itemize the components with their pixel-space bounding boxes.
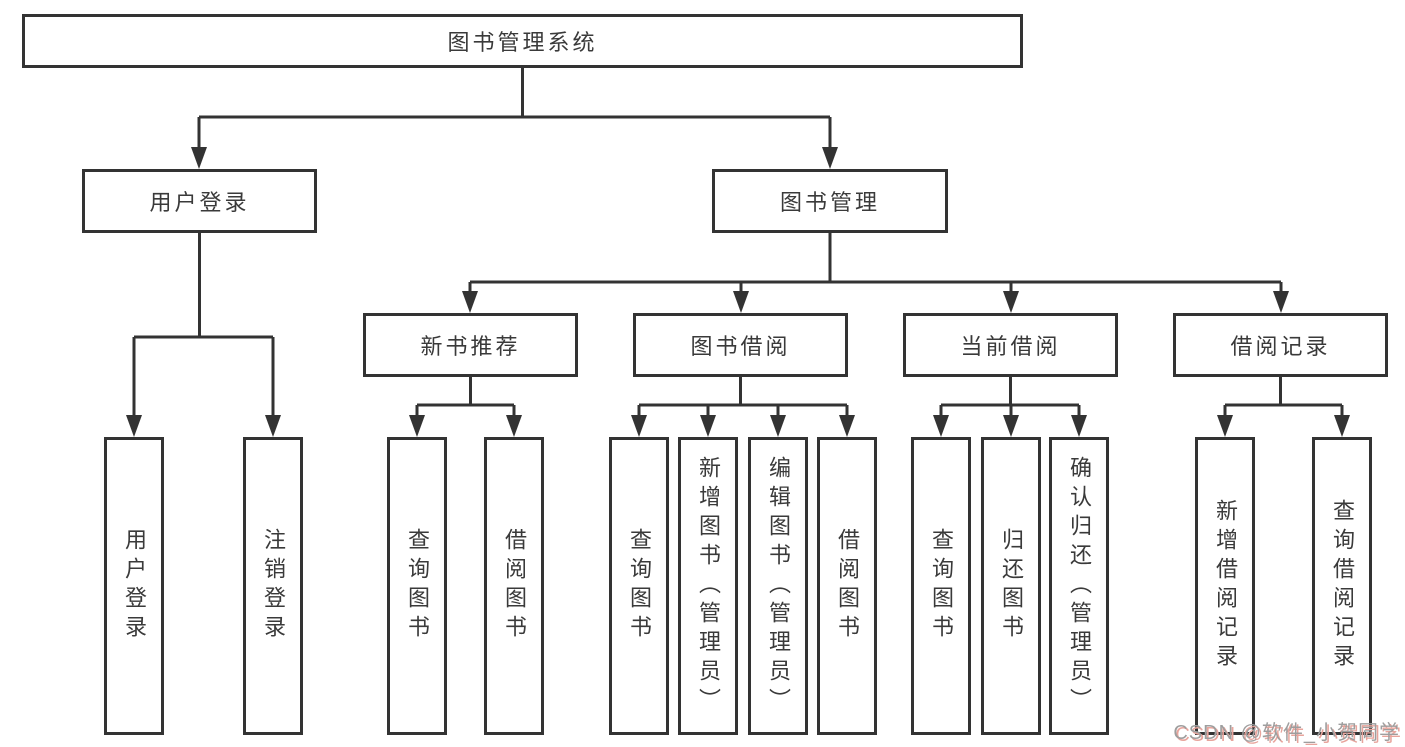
connector-book-borrow [637,377,849,418]
leaf-return-book: 归还图书 [981,437,1041,735]
leaf-label: 借阅图书 [502,528,527,644]
node-label: 借阅记录 [1230,334,1331,359]
node-label: 图书管理 [779,190,880,215]
node-label: 图书借阅 [690,334,791,359]
node-label: 用户登录 [149,190,250,215]
leaf-label: 新增借阅记录 [1213,499,1238,673]
connector-root [197,68,832,150]
leaf-label: 注销登录 [261,528,286,644]
leaf-label: 新增图书（管理员） [696,455,721,717]
leaf-add-book-admin: 新增图书（管理员） [678,437,738,735]
connector-new-book-recommend [415,377,516,418]
node-label: 当前借阅 [960,334,1061,359]
leaf-label: 查询图书 [929,528,954,644]
leaf-add-borrow-record: 新增借阅记录 [1195,437,1255,735]
leaf-query-book-current: 查询图书 [911,437,971,735]
leaf-query-book-recommend: 查询图书 [387,437,447,735]
node-user-login: 用户登录 [82,169,317,233]
node-book-borrow: 图书借阅 [633,313,848,377]
node-book-management: 图书管理 [712,169,948,233]
leaf-borrow-book-recommend: 借阅图书 [484,437,544,735]
connector-user-login [132,233,275,418]
arrowheads [126,147,1350,437]
leaf-label: 确认归还（管理员） [1067,455,1092,717]
leaf-logout: 注销登录 [243,437,303,735]
leaf-label: 查询图书 [405,528,430,644]
node-current-borrow: 当前借阅 [903,313,1118,377]
leaf-query-borrow-record: 查询借阅记录 [1312,437,1372,735]
leaf-label: 归还图书 [999,528,1024,644]
csdn-watermark: CSDN @软件_小贺同学 [1173,722,1400,744]
connector-borrow-record [1223,377,1344,418]
node-label: 新书推荐 [420,334,521,359]
leaf-edit-book-admin: 编辑图书（管理员） [748,437,808,735]
node-borrow-records: 借阅记录 [1173,313,1388,377]
leaf-user-login: 用户登录 [104,437,164,735]
connector-current-borrow [939,377,1081,418]
leaf-borrow-book: 借阅图书 [817,437,877,735]
leaf-label: 借阅图书 [835,528,860,644]
leaf-label: 查询图书 [627,528,652,644]
node-label: 图书管理系统 [447,30,598,55]
leaf-label: 编辑图书（管理员） [766,455,791,717]
leaf-label: 查询借阅记录 [1330,499,1355,673]
leaf-query-book-borrow: 查询图书 [609,437,669,735]
leaf-label: 用户登录 [122,528,147,644]
node-library-management-system: 图书管理系统 [22,14,1023,68]
connector-book-management [468,233,1283,294]
node-new-book-recommend: 新书推荐 [363,313,578,377]
leaf-confirm-return-admin: 确认归还（管理员） [1049,437,1109,735]
